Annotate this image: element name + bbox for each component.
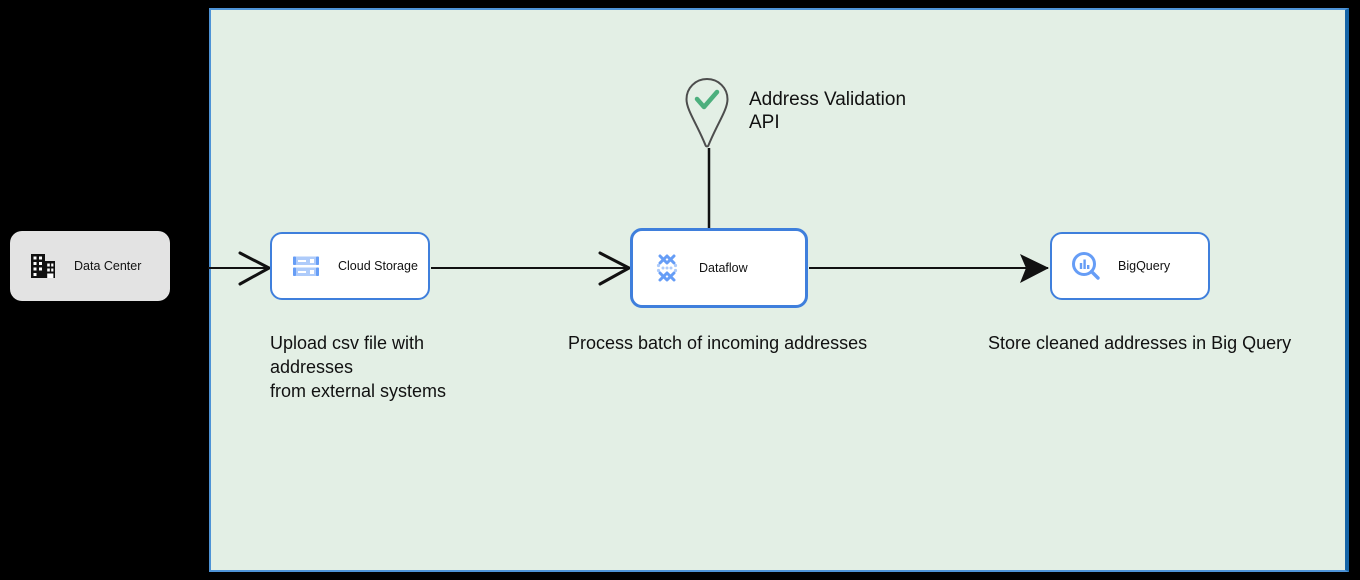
map-pin-check-icon [683, 76, 731, 152]
cloud-storage-icon [290, 250, 322, 282]
node-bigquery-label: BigQuery [1118, 259, 1171, 273]
node-data-center-label: Data Center [74, 259, 142, 273]
building-icon [28, 251, 58, 281]
node-cloud-storage-label: Cloud Storage [338, 259, 418, 273]
node-cloud-storage[interactable]: Cloud Storage [270, 232, 430, 300]
node-data-center[interactable]: Data Center [10, 231, 170, 301]
node-bigquery[interactable]: BigQuery [1050, 232, 1210, 300]
dataflow-icon [651, 252, 683, 284]
bigquery-icon [1070, 250, 1102, 282]
node-address-validation-api[interactable]: Address Validation API [683, 76, 983, 156]
caption-cloud-storage: Upload csv file with addresses from exte… [270, 333, 447, 401]
node-dataflow[interactable]: Dataflow [630, 228, 808, 308]
node-dataflow-label: Dataflow [699, 261, 748, 275]
caption-dataflow: Process batch of incoming addresses [568, 333, 868, 353]
caption-bigquery: Store cleaned addresses in Big Query [988, 333, 1292, 353]
node-address-validation-api-label: Address Validation API [749, 89, 907, 133]
